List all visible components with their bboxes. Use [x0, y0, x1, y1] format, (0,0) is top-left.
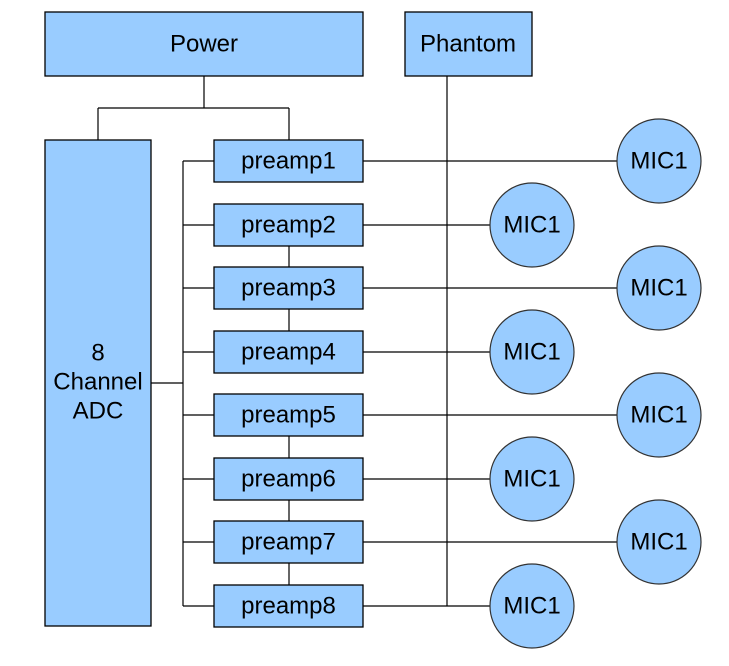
adc-label-line-3: ADC: [73, 398, 124, 425]
mic-circle: [489, 436, 575, 522]
preamp-block: preamp4: [213, 330, 364, 374]
power-label: Power: [170, 31, 238, 58]
mic-label: MIC1: [630, 275, 687, 302]
preamp-box: [213, 393, 364, 437]
adc-block: 8 Channel ADC: [44, 139, 152, 627]
preamp-label: preamp8: [241, 593, 336, 620]
mic-node: MIC1: [489, 309, 575, 395]
mic-circle: [616, 499, 702, 585]
preamp-label: preamp4: [241, 339, 336, 366]
phantom-block: Phantom: [404, 11, 533, 77]
preamp-box: [213, 457, 364, 501]
mic-circle: [616, 245, 702, 331]
preamp-box: [213, 139, 364, 183]
mic-label: MIC1: [503, 593, 560, 620]
preamp-block: preamp7: [213, 520, 364, 564]
mic-label: MIC1: [503, 339, 560, 366]
phantom-box: [404, 11, 533, 77]
power-box: [44, 11, 364, 77]
mic-label: MIC1: [630, 529, 687, 556]
preamp-blocks: preamp1 preamp2 preamp3 preamp4 preamp5 pream…: [213, 139, 364, 628]
mic-circle: [616, 118, 702, 204]
preamp-block: preamp6: [213, 457, 364, 501]
mic-node: MIC1: [489, 436, 575, 522]
mic-label: MIC1: [630, 148, 687, 175]
preamp-box: [213, 584, 364, 628]
mic-label: MIC1: [503, 212, 560, 239]
preamp-block: preamp3: [213, 266, 364, 310]
preamp-label: preamp7: [241, 529, 336, 556]
mic-circle: [489, 309, 575, 395]
mic-circle: [489, 563, 575, 649]
connection-wires: [97, 76, 617, 607]
adc-box: [44, 139, 152, 627]
preamp-box: [213, 330, 364, 374]
mic-label: MIC1: [630, 402, 687, 429]
power-block: Power: [44, 11, 364, 77]
mic-node: MIC1: [616, 245, 702, 331]
preamp-block: preamp8: [213, 584, 364, 628]
preamp-label: preamp5: [241, 402, 336, 429]
mic-node: MIC1: [616, 372, 702, 458]
mic-node: MIC1: [616, 499, 702, 585]
preamp-box: [213, 266, 364, 310]
preamp-block: preamp1: [213, 139, 364, 183]
adc-label-line-2: Channel: [53, 369, 142, 396]
preamp-label: preamp3: [241, 275, 336, 302]
preamp-label: preamp1: [241, 148, 336, 175]
mic-label: MIC1: [503, 466, 560, 493]
preamp-label: preamp6: [241, 466, 336, 493]
preamp-label: preamp2: [241, 212, 336, 239]
preamp-block: preamp2: [213, 203, 364, 247]
mic-node: MIC1: [489, 563, 575, 649]
mic-node: MIC1: [489, 182, 575, 268]
mic-node: MIC1: [616, 118, 702, 204]
preamp-box: [213, 203, 364, 247]
preamp-box: [213, 520, 364, 564]
mic-circle: [489, 182, 575, 268]
phantom-label: Phantom: [420, 31, 516, 58]
mic-circle: [616, 372, 702, 458]
adc-label-line-1: 8: [91, 340, 104, 367]
preamp-block: preamp5: [213, 393, 364, 437]
